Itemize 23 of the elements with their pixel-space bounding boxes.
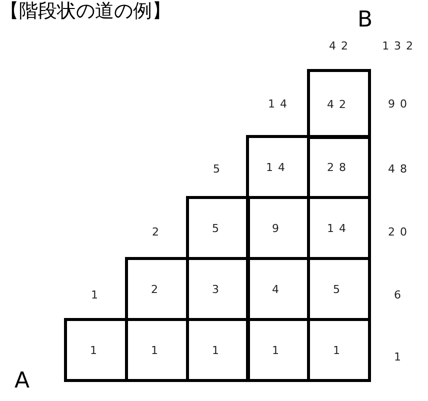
grid-cell: 28 (307, 135, 371, 199)
path-count: 1 (394, 350, 406, 364)
grid-cell: 2 (125, 257, 189, 321)
path-count: 42 (329, 40, 353, 52)
title: 【階段状の道の例】 (0, 0, 171, 22)
point-label: B (357, 8, 373, 32)
grid-cell: 1 (186, 318, 250, 382)
grid-cell: 1 (246, 318, 310, 382)
path-count: 90 (388, 98, 412, 110)
grid-cell: 42 (307, 69, 371, 139)
path-count: 20 (388, 226, 412, 238)
grid-cell: 5 (186, 196, 250, 260)
grid-cell: 14 (246, 135, 310, 199)
path-count: 2 (152, 226, 164, 238)
path-count: 6 (394, 288, 406, 302)
grid-cell: 1 (307, 318, 371, 382)
grid-cell: 1 (64, 318, 128, 382)
path-count: 14 (268, 98, 292, 110)
path-count: 5 (213, 162, 225, 176)
path-count: 48 (388, 162, 412, 176)
path-count: 132 (382, 40, 418, 52)
point-label: A (14, 368, 30, 394)
path-count: 1 (91, 288, 103, 302)
